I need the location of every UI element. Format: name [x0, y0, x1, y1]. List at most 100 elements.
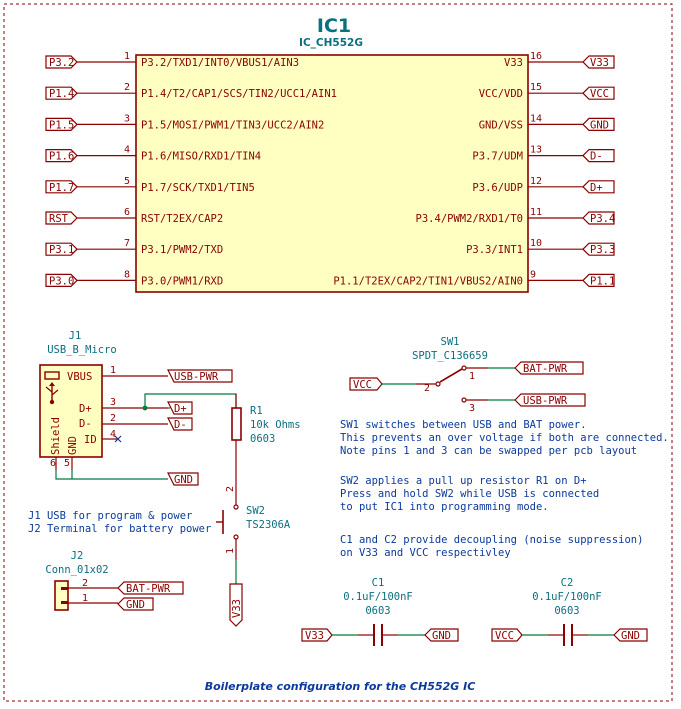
net-label-left[interactable]: P3.2 [45, 55, 78, 69]
j2-body[interactable] [54, 580, 69, 611]
net-label-flag [45, 273, 78, 287]
svg-text:BAT-PWR: BAT-PWR [523, 363, 568, 375]
svg-text:D+: D+ [174, 403, 187, 415]
j2-value: Conn_01x02 [45, 564, 108, 576]
r1-footprint: 0603 [250, 433, 275, 445]
svg-text:GND: GND [174, 474, 193, 486]
j1-pin-vbus: VBUS [67, 371, 92, 383]
svg-text:2: 2 [225, 486, 236, 492]
net-label-flag [45, 86, 78, 100]
note-sw2-line3: to put IC1 into programming mode. [340, 501, 549, 513]
ic1-pin-number: 13 [530, 145, 542, 156]
ic1-pin-number: 2 [124, 82, 130, 93]
ic1-pin-number: 7 [124, 238, 130, 249]
net-vcc-sw1[interactable]: VCC [349, 377, 383, 391]
usb-icon [44, 371, 60, 405]
ic1-pin-name: P3.0/PWM1/RXD [141, 275, 223, 287]
no-connect-icon [114, 435, 122, 443]
net-bat-pwr-sw1[interactable]: BAT-PWR [514, 361, 584, 375]
net-gnd-c2[interactable]: GND [613, 628, 648, 642]
ic1-pin-name: VCC/VDD [479, 88, 523, 100]
net-label-flag [45, 55, 78, 69]
svg-text:D-: D- [174, 419, 187, 431]
svg-text:4: 4 [110, 429, 116, 440]
ic1-pin-number: 5 [124, 176, 130, 187]
note-sw2-line1: SW2 applies a pull up resistor R1 on D+ [340, 475, 587, 487]
net-label-right[interactable]: P3.4 [582, 211, 615, 225]
ic1-pin-name: P1.6/MISO/RXD1/TIN4 [141, 151, 261, 163]
ic1-pin-name: P3.4/PWM2/RXD1/T0 [416, 213, 523, 225]
net-label-right[interactable]: D- [582, 149, 615, 163]
ic1-pin-number: 15 [530, 82, 542, 93]
net-usb-pwr-sw1[interactable]: USB-PWR [514, 393, 586, 407]
net-usb-pwr[interactable]: USB-PWR [167, 369, 233, 383]
svg-text:1: 1 [110, 365, 116, 376]
note-caps-line1: C1 and C2 provide decoupling (noise supp… [340, 534, 643, 546]
net-bat-pwr-j2[interactable]: BAT-PWR [117, 581, 184, 595]
j1-pin-id: ID [84, 434, 97, 446]
net-label-text: P1.6 [49, 151, 74, 163]
net-label-text: RST [49, 213, 69, 225]
net-label-left[interactable]: P1.4 [45, 86, 78, 100]
note-caps-line2: on V33 and VCC respectivley [340, 547, 511, 559]
ic1-pin-name: V33 [504, 57, 523, 69]
net-label-flag [45, 242, 78, 256]
net-vcc-c2[interactable]: VCC [491, 628, 523, 642]
c1-value: 0.1uF/100nF [343, 591, 413, 603]
net-v33-sw2[interactable]: V33 [229, 583, 243, 627]
net-dm[interactable]: D- [167, 417, 193, 431]
net-label-right[interactable]: V33 [582, 55, 615, 69]
net-label-flag [582, 149, 615, 163]
footer-title: Boilerplate configuration for the CH552G… [205, 680, 476, 693]
net-gnd-j1[interactable]: GND [167, 472, 199, 486]
ic1-pin-name: P3.6/UDP [472, 182, 523, 194]
net-label-left[interactable]: P1.7 [45, 180, 78, 194]
c2-footprint: 0603 [554, 605, 579, 617]
net-label-right[interactable]: D+ [582, 180, 615, 194]
ic1-pin-name: P1.4/T2/CAP1/SCS/TIN2/UCC1/AIN1 [141, 88, 337, 100]
svg-text:V33: V33 [231, 599, 243, 618]
j2-ref: J2 [71, 550, 84, 562]
note-sw1-line1: SW1 switches between USB and BAT power. [340, 419, 587, 431]
net-gnd-j2[interactable]: GND [117, 597, 154, 611]
ic1-pin-number: 1 [124, 51, 130, 62]
r1-value: 10k Ohms [250, 419, 301, 431]
net-label-left[interactable]: P3.0 [45, 273, 78, 287]
net-label-right[interactable]: VCC [582, 86, 615, 100]
note-j-line2: J2 Terminal for battery power [28, 523, 211, 535]
net-label-flag [582, 55, 615, 69]
net-label-right[interactable]: GND [582, 117, 615, 131]
ic1-pin-name: P1.5/MOSI/PWM1/TIN3/UCC2/AIN2 [141, 119, 324, 131]
net-label-left[interactable]: P3.1 [45, 242, 78, 256]
net-v33-c1[interactable]: V33 [301, 628, 333, 642]
net-label-flag [582, 180, 615, 194]
r1-body[interactable] [231, 407, 242, 441]
net-gnd-c1[interactable]: GND [424, 628, 459, 642]
net-label-right[interactable]: P1.1 [582, 273, 615, 287]
ic1-body[interactable] [135, 54, 529, 293]
svg-text:USB-PWR: USB-PWR [523, 395, 568, 407]
net-label-text: D+ [590, 182, 603, 194]
svg-text:6: 6 [50, 458, 56, 469]
net-label-left[interactable]: P1.6 [45, 149, 78, 163]
net-label-flag [582, 117, 615, 131]
ic1-pin-number: 8 [124, 269, 130, 280]
net-dp[interactable]: D+ [167, 401, 193, 415]
net-label-left[interactable]: RST [45, 211, 78, 225]
j1-body[interactable] [39, 364, 103, 458]
net-label-text: VCC [590, 88, 609, 100]
j1-pin-dm: D- [79, 418, 92, 430]
ic1-pin-number: 12 [530, 176, 542, 187]
net-label-right[interactable]: P3.3 [582, 242, 615, 256]
net-label-left[interactable]: P1.5 [45, 117, 78, 131]
net-label-flag [582, 86, 615, 100]
net-label-text: GND [590, 119, 609, 131]
svg-text:2: 2 [424, 383, 430, 394]
ic1-pin-name: P3.1/PWM2/TXD [141, 244, 223, 256]
note-j-line1: J1 USB for program & power [28, 510, 192, 522]
ic1-pin-name: P1.7/SCK/TXD1/TIN5 [141, 182, 255, 194]
note-sw1-line3: Note pins 1 and 3 can be swapped per pcb… [340, 445, 637, 457]
sw1-body[interactable] [439, 368, 463, 383]
svg-text:3: 3 [469, 403, 475, 414]
